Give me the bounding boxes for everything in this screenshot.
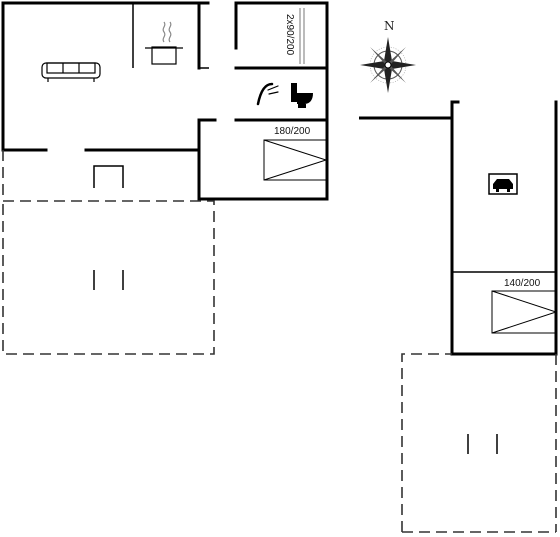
car-icon <box>488 173 518 195</box>
terrace-left <box>2 150 215 355</box>
annex-walls <box>450 100 558 356</box>
main-house-walls <box>1 1 329 201</box>
compass-north-label: N <box>384 19 395 33</box>
shower-icon <box>256 82 279 106</box>
terrace-right <box>401 353 557 533</box>
kitchen-partition <box>132 3 248 69</box>
entrance-step <box>93 165 124 188</box>
door-marks-left <box>93 270 124 290</box>
door-marks-right <box>467 434 498 454</box>
toilet-icon <box>291 83 313 108</box>
bed-double-2 <box>491 290 558 334</box>
wardrobe-lines <box>299 8 305 64</box>
bed-double-1 <box>263 139 328 181</box>
bed-double-2-label: 140/200 <box>504 278 541 289</box>
cooking-pot-icon <box>145 21 183 65</box>
bed-double-1-label: 180/200 <box>274 126 311 137</box>
sofa-icon <box>41 62 101 82</box>
compass-rose-icon <box>360 37 416 93</box>
bed-twin-label: 2x90/200 <box>284 14 295 56</box>
